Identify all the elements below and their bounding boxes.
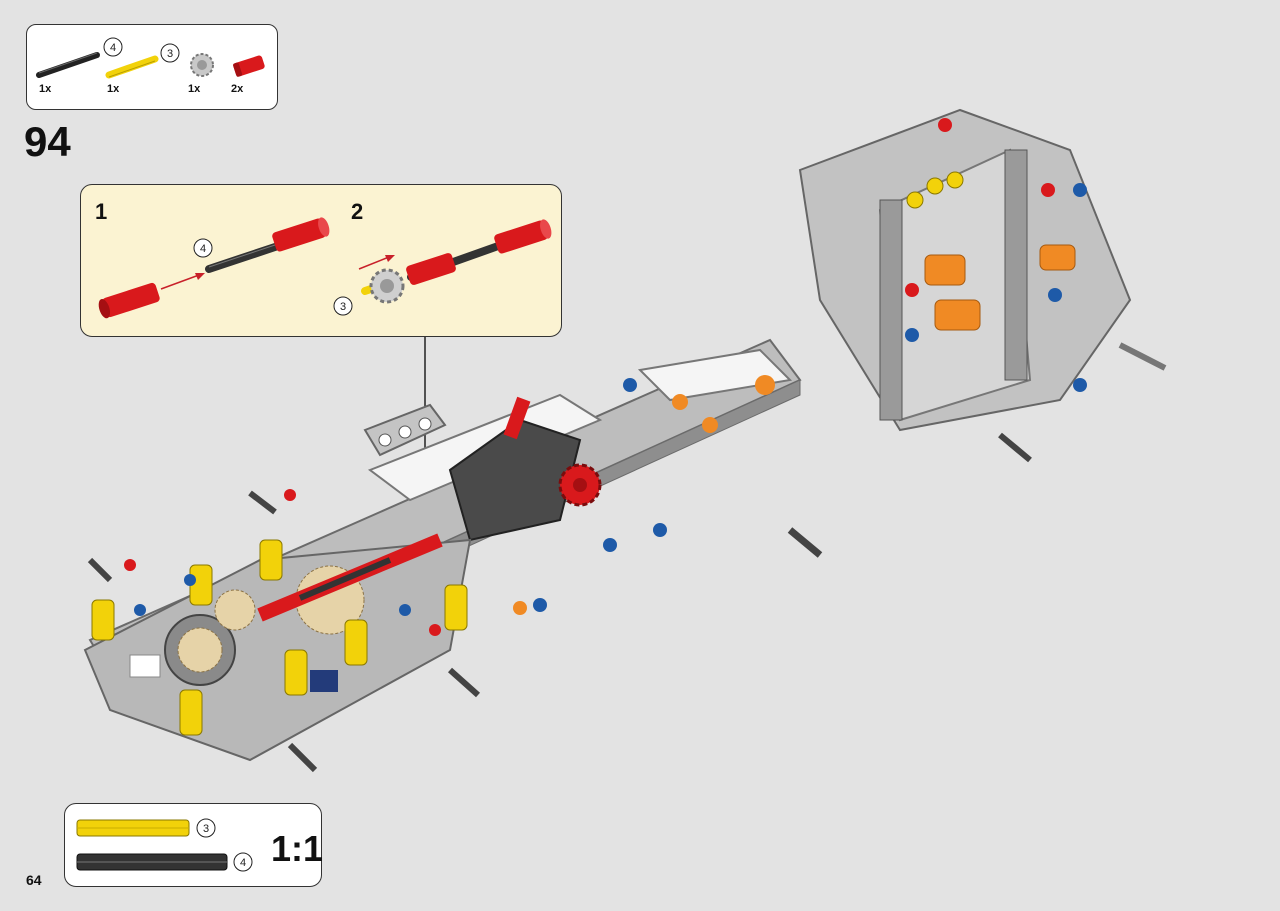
axle-with-bush-icon <box>205 217 330 273</box>
link-bracket-icon <box>363 403 447 457</box>
length-3-marker-icon: 3 <box>160 43 180 63</box>
svg-text:4: 4 <box>240 857 246 869</box>
gearbox-icon <box>448 375 823 615</box>
black-axle-icon <box>36 52 100 78</box>
callout-pointer-icon <box>419 337 431 526</box>
svg-text:4: 4 <box>110 42 116 54</box>
insert-arrow-icon <box>358 255 395 270</box>
assembled-axle-icon <box>406 219 552 285</box>
parts-qty-gear: 1x <box>188 83 201 95</box>
chassis-frame-icon <box>88 338 802 706</box>
length-4-marker-icon: 4 <box>193 238 213 258</box>
svg-text:3: 3 <box>340 301 346 313</box>
rear-frame-cage-icon <box>798 108 1167 463</box>
parts-list-box: 4 3 1x 1x 1x 2x <box>26 24 278 110</box>
parts-qty-axle-4: 1x <box>39 83 52 95</box>
sub-step-2-label: 2 <box>351 199 364 224</box>
black-axle-4-icon <box>76 853 228 871</box>
front-axle-assembly-icon <box>83 489 480 773</box>
step-number: 94 <box>24 118 71 165</box>
gear-icon <box>190 53 214 77</box>
red-bush-icon <box>233 55 265 77</box>
parts-qty-axle-3: 1x <box>107 83 120 95</box>
sub-step-1-label: 1 <box>95 199 108 224</box>
gear-with-axle-icon <box>361 268 405 304</box>
parts-qty-bush: 2x <box>231 83 244 95</box>
svg-text:3: 3 <box>167 48 173 60</box>
sub-assembly-illustration: 4 3 <box>98 217 552 319</box>
scale-reference-bars: 3 4 <box>76 818 253 872</box>
scale-reference-box: 3 4 1:1 <box>64 803 324 887</box>
parts-list-icons: 4 3 <box>36 37 265 79</box>
sub-assembly-callout: 1 2 4 <box>80 184 562 337</box>
page-number: 64 <box>26 872 42 888</box>
scale-ratio: 1:1 <box>271 828 324 869</box>
svg-text:4: 4 <box>200 243 206 255</box>
yellow-axle-icon <box>105 55 159 79</box>
length-3-marker-icon: 3 <box>333 296 353 316</box>
length-4-marker-icon: 4 <box>233 852 253 872</box>
insert-arrow-icon <box>160 273 205 290</box>
length-4-marker-icon: 4 <box>103 37 123 57</box>
red-bush-icon <box>98 282 160 319</box>
yellow-axle-3-icon <box>76 819 190 837</box>
length-3-marker-icon: 3 <box>196 818 216 838</box>
svg-text:3: 3 <box>203 823 209 835</box>
